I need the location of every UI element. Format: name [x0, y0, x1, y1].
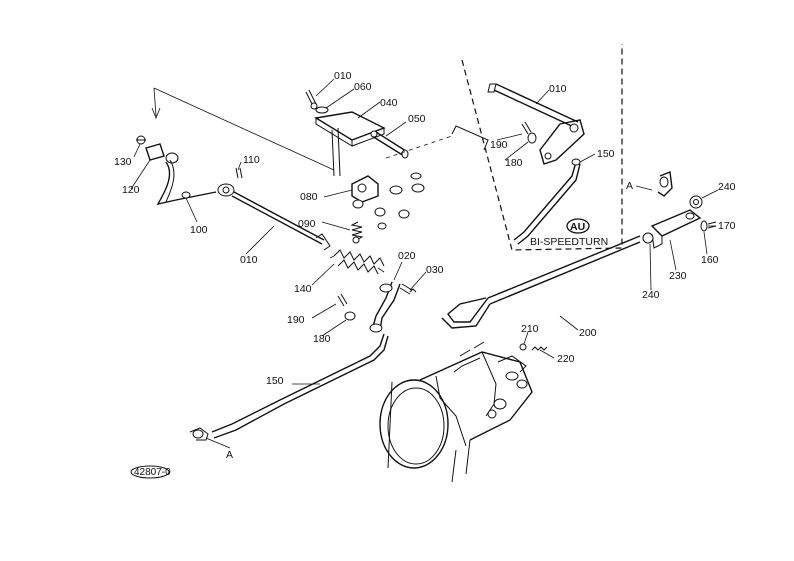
au-badge — [566, 218, 590, 234]
label-010-rod: 010 — [240, 254, 258, 266]
label-190-left: 190 — [287, 314, 305, 326]
label-010-top: 010 — [334, 70, 352, 82]
leader-line — [153, 87, 335, 171]
label-110: 110 — [243, 154, 260, 166]
label-130: 130 — [114, 156, 132, 168]
label-150-left: 150 — [266, 375, 284, 387]
au-badge-group: AU BI-SPEEDTURN — [530, 218, 608, 248]
label-100: 100 — [190, 224, 208, 236]
label-210: 210 — [521, 323, 539, 335]
label-090: 090 — [298, 218, 316, 230]
au-inset — [461, 44, 623, 251]
drawing-code: 42807-0 — [134, 467, 171, 478]
label-020: 020 — [398, 250, 416, 262]
label-190-au: 190 — [490, 139, 508, 151]
leader-arrow — [151, 87, 161, 120]
label-240-bottom: 240 — [642, 289, 660, 301]
label-030: 030 — [426, 264, 444, 276]
label-050: 050 — [408, 113, 426, 125]
label-120: 120 — [122, 184, 140, 196]
left-linkage — [136, 135, 331, 251]
au-badge-label: AU — [570, 221, 585, 233]
label-060-top: 060 — [354, 81, 372, 93]
leader-lines — [130, 78, 719, 449]
center-linkage — [189, 249, 417, 441]
label-240-top: 240 — [718, 181, 736, 193]
marker-a-left: A — [226, 449, 233, 461]
au-caption: BI-SPEEDTURN — [530, 236, 608, 248]
label-040: 040 — [380, 97, 398, 109]
label-140: 140 — [294, 283, 312, 295]
transmission-housing — [379, 341, 548, 483]
right-linkage — [441, 171, 717, 329]
label-160: 160 — [701, 254, 719, 266]
label-200: 200 — [579, 327, 597, 339]
label-080: 080 — [300, 191, 318, 203]
label-180-left: 180 — [313, 333, 331, 345]
label-170: 170 — [718, 220, 736, 232]
label-230: 230 — [669, 270, 687, 282]
label-220: 220 — [557, 353, 575, 365]
drawing-code-badge: 42807-0 — [130, 465, 171, 479]
label-150-au: 150 — [597, 148, 615, 160]
label-010-au: 010 — [549, 83, 567, 95]
label-180-au: 180 — [505, 157, 523, 169]
pedal-assembly — [305, 89, 489, 244]
marker-a-right: A — [626, 180, 633, 192]
part-labels: 010 060 040 050 080 090 110 130 120 100 … — [114, 70, 736, 461]
